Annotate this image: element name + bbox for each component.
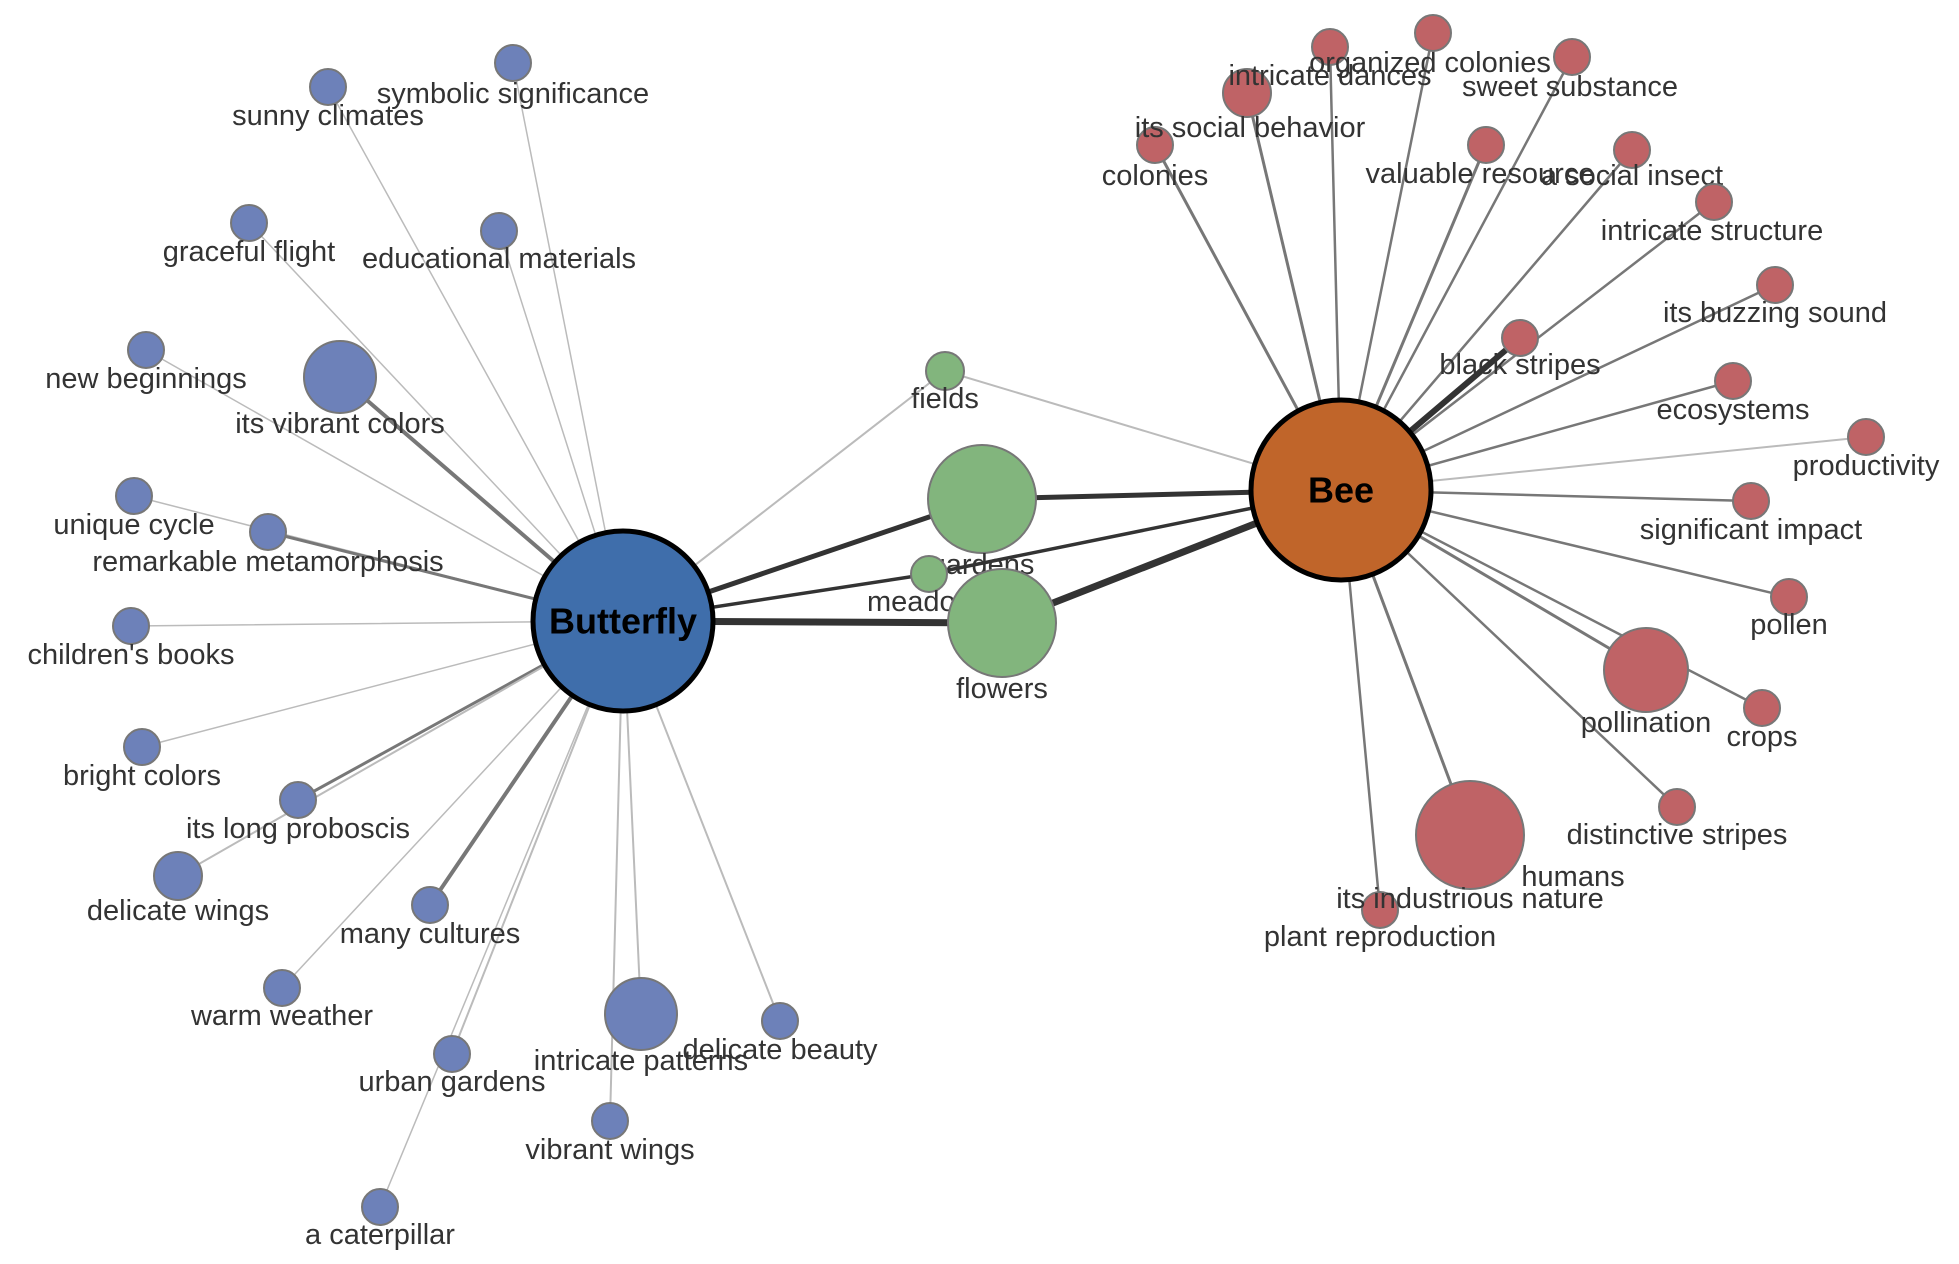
bee-node-its-social-behavior[interactable] (1136, 126, 1174, 164)
butterfly-node-vibrant-wings[interactable] (591, 1102, 629, 1140)
bee-label-sweet-substance: sweet substance (1462, 71, 1678, 103)
butterfly-node-delicate-wings[interactable] (153, 851, 203, 901)
butterfly-label-educational-materials: educational materials (362, 243, 636, 275)
shared-node-gardens[interactable] (927, 444, 1037, 554)
bee-label-humans: humans (1521, 861, 1624, 893)
shared-node-meadows[interactable] (910, 555, 948, 593)
bee-label-black-stripes: black stripes (1439, 349, 1600, 381)
butterfly-node-a-caterpillar[interactable] (361, 1188, 399, 1226)
bee-label-intricate-dances: intricate dances (1228, 60, 1431, 92)
edge-butterfly-sunny-climates (327, 86, 624, 622)
shared-node-flowers[interactable] (947, 568, 1057, 678)
bee-label-its-industrious-nature: its industrious nature (1336, 883, 1604, 915)
butterfly-node-children-s-books[interactable] (112, 607, 150, 645)
butterfly-label-sunny-climates: sunny climates (232, 100, 424, 132)
bee-node-its-industrious-nature[interactable] (1361, 891, 1399, 929)
butterfly-label-a-caterpillar: a caterpillar (305, 1219, 455, 1251)
bee-label-significant-impact: significant impact (1640, 514, 1862, 546)
butterfly-node-delicate-beauty[interactable] (761, 1002, 799, 1040)
bee-node-humans[interactable] (1415, 780, 1525, 890)
butterfly-node-many-cultures[interactable] (411, 886, 449, 924)
hubs-layer: Butterfly Bee (530, 397, 1434, 714)
bee-node-valuable-resource[interactable] (1467, 126, 1505, 164)
butterfly-node-educational-materials[interactable] (480, 212, 518, 250)
butterfly-node-bright-colors[interactable] (123, 728, 161, 766)
butterfly-label-unique-cycle: unique cycle (53, 509, 214, 541)
butterfly-node-its-vibrant-colors[interactable] (303, 340, 377, 414)
edge-butterfly-a-caterpillar (379, 620, 624, 1208)
bee-node-distinctive-stripes[interactable] (1658, 788, 1696, 826)
bee-node-productivity[interactable] (1847, 418, 1885, 456)
bee-node-black-stripes[interactable] (1501, 319, 1539, 357)
butterfly-label-delicate-wings: delicate wings (87, 895, 269, 927)
bee-label-its-buzzing-sound: its buzzing sound (1663, 297, 1887, 329)
bee-node-intricate-structure[interactable] (1695, 183, 1733, 221)
butterfly-label-warm-weather: warm weather (190, 1000, 373, 1032)
bee-node-pollen[interactable] (1770, 578, 1808, 616)
bee-node-sweet-substance[interactable] (1414, 14, 1452, 52)
bee-node-ecosystems[interactable] (1714, 362, 1752, 400)
butterfly-label-many-cultures: many cultures (340, 918, 521, 950)
bee-label-colonies: colonies (1102, 160, 1208, 192)
shared-label-flowers: flowers (956, 673, 1048, 705)
bee-label-intricate-structure: intricate structure (1601, 215, 1823, 247)
bee-label-crops: crops (1727, 721, 1798, 753)
butterfly-label-its-vibrant-colors: its vibrant colors (235, 408, 445, 440)
butterfly-label-intricate-patterns: intricate patterns (534, 1045, 748, 1077)
butterfly-label-urban-gardens: urban gardens (358, 1066, 545, 1098)
butterfly-node-sunny-climates[interactable] (309, 68, 347, 106)
bee-node-significant-impact[interactable] (1732, 482, 1770, 520)
butterfly-node-unique-cycle[interactable] (115, 477, 153, 515)
butterfly-label-its-long-proboscis: its long proboscis (186, 813, 410, 845)
bee-node-colonies[interactable] (1553, 38, 1591, 76)
bee-node-a-social-insect[interactable] (1613, 131, 1651, 169)
bee-label-pollen: pollen (1750, 609, 1827, 641)
bee-label-distinctive-stripes: distinctive stripes (1567, 819, 1788, 851)
butterfly-node-its-long-proboscis[interactable] (279, 781, 317, 819)
bee-node-intricate-dances[interactable] (1222, 68, 1272, 118)
bee-label-ecosystems: ecosystems (1656, 394, 1809, 426)
edge-butterfly-symbolic-significance (512, 62, 624, 622)
butterfly-label-remarkable-metamorphosis: remarkable metamorphosis (92, 546, 443, 578)
bee-label-plant-reproduction: plant reproduction (1264, 921, 1496, 953)
butterfly-node-warm-weather[interactable] (263, 969, 301, 1007)
bee-node-its-buzzing-sound[interactable] (1756, 266, 1794, 304)
butterfly-node-urban-gardens[interactable] (433, 1035, 471, 1073)
bee-label-pollination: pollination (1581, 707, 1712, 739)
bee-node-organized-colonies[interactable] (1311, 28, 1349, 66)
butterfly-node-intricate-patterns[interactable] (604, 977, 678, 1051)
bee-label-its-social-behavior: its social behavior (1135, 112, 1366, 144)
butterfly-label-delicate-beauty: delicate beauty (682, 1034, 878, 1066)
bee-node-pollination[interactable] (1603, 627, 1689, 713)
butterfly-label-bright-colors: bright colors (63, 760, 221, 792)
butterfly-node-remarkable-metamorphosis[interactable] (249, 513, 287, 551)
shared-label-fields: fields (911, 383, 979, 415)
bee-label-productivity: productivity (1793, 450, 1940, 482)
hub-label-butterfly: Butterfly (549, 601, 697, 642)
shared-node-fields[interactable] (925, 351, 965, 391)
butterfly-label-graceful-flight: graceful flight (163, 236, 336, 268)
bee-label-valuable-resource: valuable resource (1366, 158, 1595, 190)
butterfly-label-symbolic-significance: symbolic significance (377, 78, 649, 110)
hub-node-butterfly[interactable] (530, 528, 716, 714)
bee-label-a-social-insect: a social insect (1541, 160, 1723, 192)
butterfly-label-children-s-books: children's books (27, 639, 234, 671)
hub-label-bee: Bee (1308, 470, 1374, 511)
bee-label-organized-colonies: organized colonies (1309, 47, 1551, 79)
bee-node-crops[interactable] (1743, 689, 1781, 727)
butterfly-label-vibrant-wings: vibrant wings (525, 1134, 694, 1166)
hub-node-bee[interactable] (1248, 397, 1434, 583)
butterfly-node-new-beginnings[interactable] (127, 331, 165, 369)
butterfly-node-graceful-flight[interactable] (230, 204, 268, 242)
butterfly-node-symbolic-significance[interactable] (494, 44, 532, 82)
butterfly-label-new-beginnings: new beginnings (45, 363, 247, 395)
